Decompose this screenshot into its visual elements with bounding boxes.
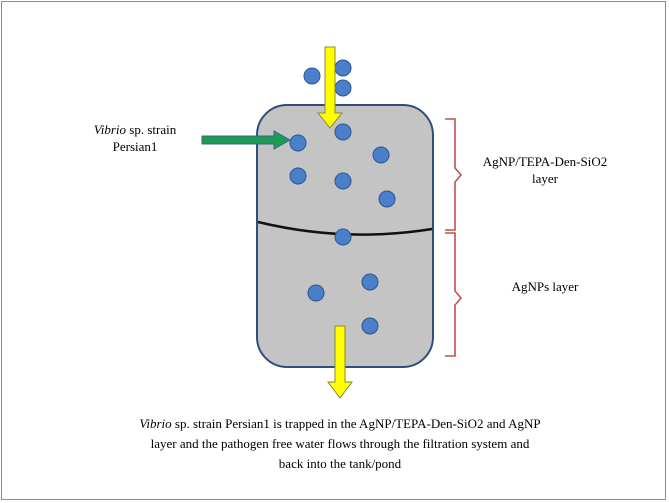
inflow-arrow [316, 46, 344, 129]
particle [307, 284, 325, 302]
bracket-top-layer [445, 118, 463, 231]
particle [361, 317, 379, 335]
layer-bottom-label: AgNPs layer [470, 278, 620, 295]
strain-label-line1: sp. strain [126, 122, 177, 137]
strain-genus: Vibrio [93, 122, 127, 137]
particle [372, 146, 390, 164]
layer-top-label-line2: layer [532, 171, 558, 186]
figure-caption: Vibrio sp. strain Persian1 is trapped in… [60, 414, 620, 474]
particle [289, 134, 307, 152]
caption-line3: back into the tank/pond [278, 456, 402, 471]
particle [334, 228, 352, 246]
bracket-bottom-layer [445, 232, 463, 357]
particle [303, 67, 321, 85]
strain-label-line2: Persian1 [112, 139, 158, 154]
particle [361, 273, 379, 291]
caption-genus: Vibrio [139, 416, 172, 431]
caption-line1: sp. strain Persian1 is trapped in the Ag… [171, 416, 541, 431]
particle [334, 59, 352, 77]
strain-label: Vibrio sp. strain Persian1 [60, 121, 210, 155]
outflow-arrow [327, 325, 353, 399]
layer-top-label: AgNP/TEPA-Den-SiO2 layer [470, 153, 620, 187]
particle [334, 79, 352, 97]
layer-top-label-line1: AgNP/TEPA-Den-SiO2 [482, 154, 608, 169]
particle [289, 167, 307, 185]
strain-inlet-arrow [201, 130, 292, 150]
particle [378, 190, 396, 208]
caption-line2: layer and the pathogen free water flows … [150, 436, 530, 451]
particle [334, 172, 352, 190]
particle [334, 123, 352, 141]
layer-bottom-label-text: AgNPs layer [511, 279, 579, 294]
